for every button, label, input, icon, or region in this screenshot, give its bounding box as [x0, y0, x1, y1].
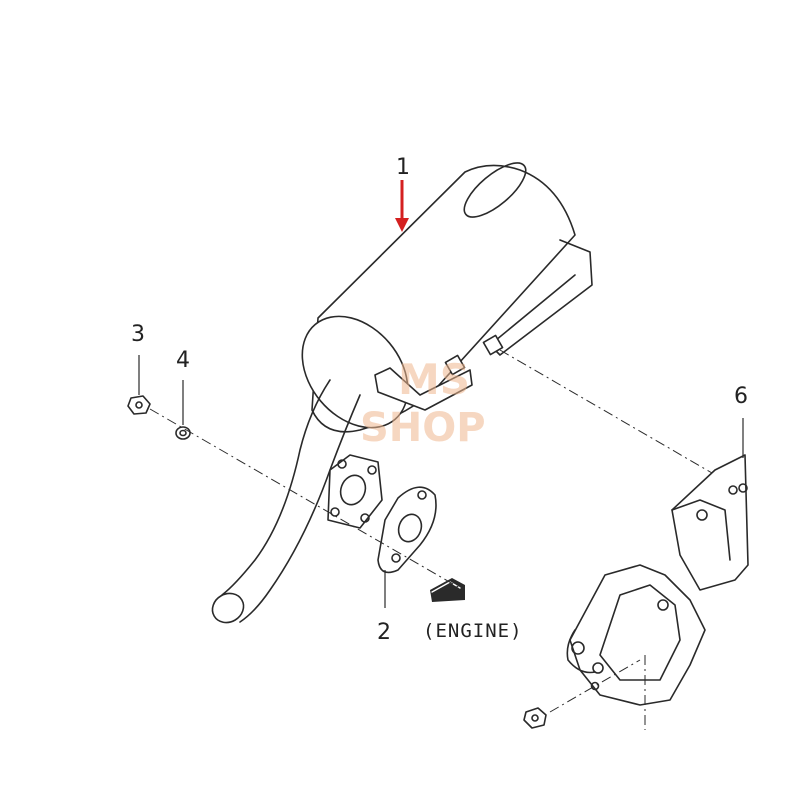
callout-6: 6 [734, 384, 748, 409]
leader-lines [138, 355, 744, 608]
callout-1: 1 [396, 155, 410, 180]
bracket-nut [523, 707, 547, 729]
engine-label: (ENGINE) [423, 620, 523, 642]
callout-3: 3 [131, 322, 145, 347]
watermark-line2: SHOP [360, 405, 486, 451]
engine-direction-icon [430, 578, 465, 602]
washer [175, 426, 191, 440]
bracket [566, 454, 749, 706]
muffler [211, 162, 593, 624]
watermark-line1: MS [398, 355, 471, 404]
callout-2: 2 [377, 620, 391, 645]
red-arrow-icon [395, 180, 409, 232]
callout-4: 4 [176, 348, 190, 373]
gasket [377, 486, 437, 574]
nut [127, 395, 151, 415]
alignment-lines [149, 349, 713, 730]
